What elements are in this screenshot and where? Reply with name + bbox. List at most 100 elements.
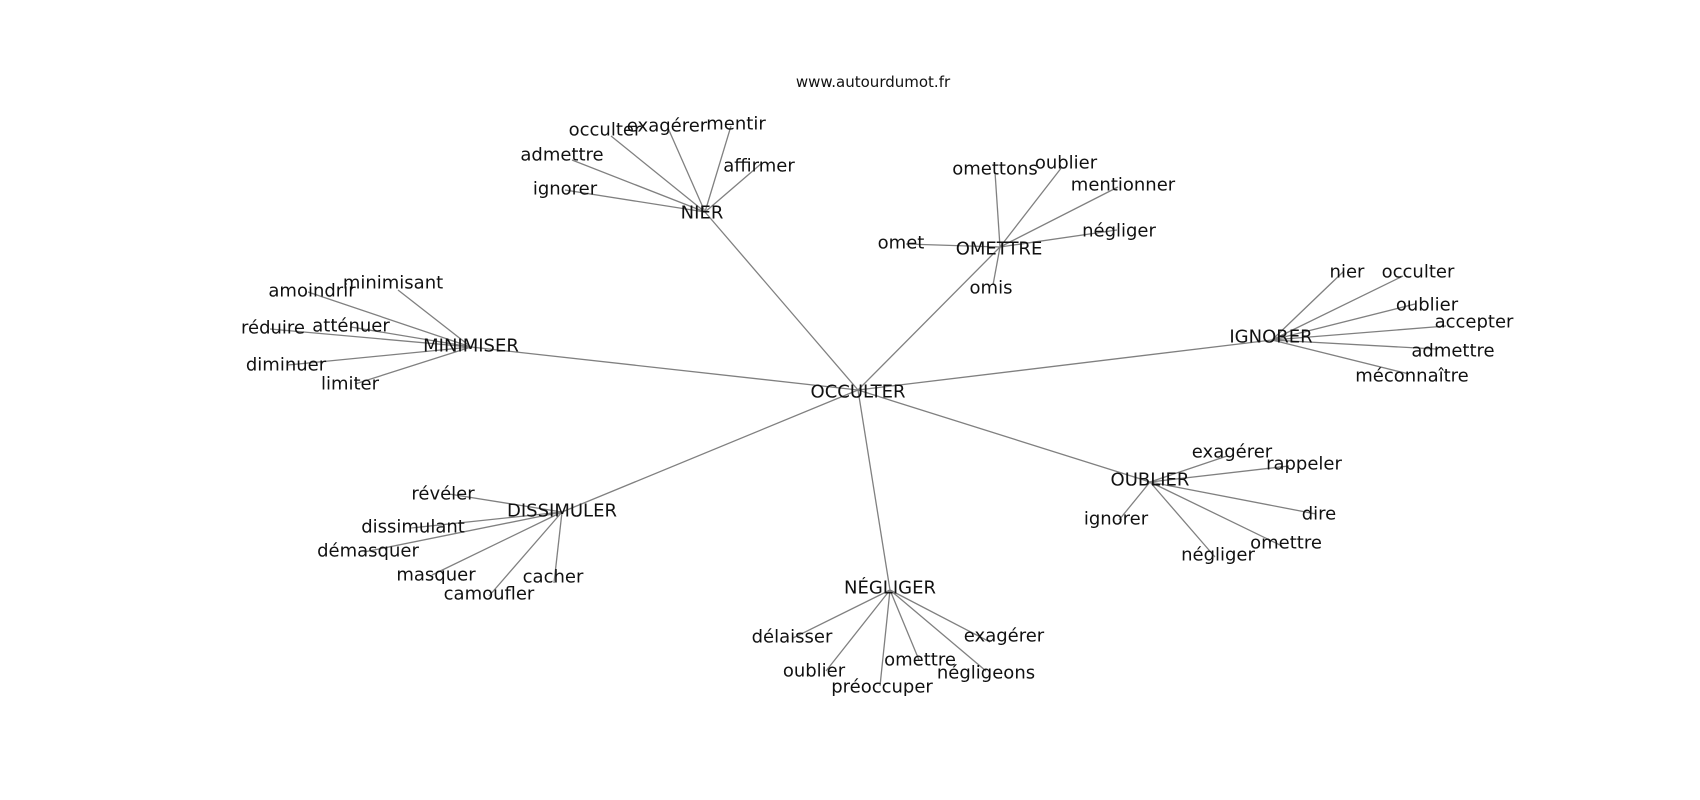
leaf-word: atténuer <box>312 316 390 337</box>
leaf-word: nier <box>1330 262 1365 283</box>
edge-center-hub <box>704 211 859 391</box>
edge-hub-leaf <box>1149 481 1216 558</box>
hub-word: IGNORER <box>1229 327 1312 348</box>
leaf-word: omis <box>970 278 1013 299</box>
hub-word: OMETTRE <box>956 239 1043 260</box>
leaf-word: diminuer <box>246 355 327 376</box>
edge-hub-leaf <box>1271 303 1416 341</box>
leaf-word: ignorer <box>1084 509 1149 530</box>
edge-hub-leaf <box>363 511 563 553</box>
leaf-word: dire <box>1302 504 1337 525</box>
leaf-word: dissimulant <box>361 517 465 538</box>
edge-hub-leaf <box>571 159 706 213</box>
edge-hub-leaf <box>350 326 472 348</box>
edge-center-hub <box>857 246 1001 391</box>
leaf-word: mentionner <box>1071 175 1176 196</box>
edge-hub-leaf <box>704 125 732 213</box>
edge-hub-leaf <box>1149 481 1283 547</box>
edge-hub-leaf <box>792 589 891 639</box>
leaf-word: exagérer <box>627 116 708 137</box>
leaf-word: méconnaître <box>1355 366 1469 387</box>
leaf-word: cacher <box>523 567 584 588</box>
edge-hub-leaf <box>488 511 563 597</box>
edge-hub-leaf <box>410 511 563 529</box>
edge-hub-leaf <box>1271 339 1437 350</box>
edge-hub-leaf <box>431 511 563 576</box>
leaf-word: négliger <box>1181 545 1255 566</box>
edge-hub-leaf <box>999 229 1118 248</box>
leaf-word: occulter <box>569 120 642 141</box>
leaf-word: démasquer <box>317 541 419 562</box>
leaf-word: admettre <box>1411 341 1494 362</box>
leaf-word: masquer <box>396 565 476 586</box>
leaf-word: négligeons <box>937 663 1035 684</box>
leaf-word: ignorer <box>533 179 598 200</box>
leaf-word: délaisser <box>752 627 833 648</box>
edge-hub-leaf <box>905 243 1001 248</box>
leaf-word: occulter <box>1382 262 1455 283</box>
leaf-word: minimisant <box>343 273 443 294</box>
leaf-word: camoufler <box>444 584 535 605</box>
edge-hub-leaf <box>994 171 1001 248</box>
hub-word: OUBLIER <box>1111 470 1190 491</box>
leaf-word: omettons <box>952 159 1038 180</box>
edge-hub-leaf <box>354 346 472 385</box>
leaf-word: accepter <box>1435 312 1514 333</box>
edge-hub-leaf <box>889 589 987 672</box>
leaf-word: préoccuper <box>831 677 933 698</box>
hub-word: NIER <box>681 203 724 224</box>
leaf-word: admettre <box>520 145 603 166</box>
edge-hub-leaf <box>1149 455 1228 483</box>
graph-edges <box>269 125 1447 687</box>
edge-hub-leaf <box>307 291 472 348</box>
edge-hub-leaf <box>999 166 1063 248</box>
leaf-word: réduire <box>241 318 305 339</box>
edge-hub-leaf <box>1271 339 1410 375</box>
edge-hub-leaf <box>889 589 920 661</box>
leaf-word: exagérer <box>964 626 1045 647</box>
edge-center-hub <box>470 346 859 391</box>
edge-hub-leaf <box>1118 481 1151 521</box>
edge-hub-leaf <box>667 127 706 213</box>
edge-hub-leaf <box>1149 465 1290 483</box>
leaf-word: oublier <box>1035 153 1098 174</box>
edge-center-hub <box>561 389 859 513</box>
edge-center-hub <box>857 339 1273 391</box>
hub-word: DISSIMULER <box>507 501 617 522</box>
leaf-word: oublier <box>1396 295 1459 316</box>
leaf-word: exagérer <box>1192 442 1273 463</box>
hub-word: MINIMISER <box>423 336 519 357</box>
leaf-word: rappeler <box>1266 454 1342 475</box>
edge-hub-leaf <box>397 289 472 348</box>
leaf-word: révéler <box>411 484 475 505</box>
edge-hub-leaf <box>553 511 563 584</box>
leaf-word: affirmer <box>723 156 795 177</box>
hub-word: NÉGLIGER <box>844 577 936 599</box>
edge-hub-leaf <box>1271 275 1404 341</box>
edge-hub-leaf <box>889 589 991 643</box>
edge-hub-leaf <box>564 189 706 213</box>
leaf-word: omet <box>878 233 925 254</box>
edge-hub-leaf <box>879 589 891 687</box>
leaf-word: omettre <box>1250 533 1322 554</box>
edge-hub-leaf <box>1271 325 1447 341</box>
leaf-word: oublier <box>783 661 846 682</box>
edge-center-hub <box>857 389 1151 483</box>
edge-hub-leaf <box>704 162 763 213</box>
leaf-word: amoindrir <box>268 281 356 302</box>
edge-hub-leaf <box>992 246 1001 286</box>
leaf-word: omettre <box>884 650 956 671</box>
leaf-word: négliger <box>1082 221 1156 242</box>
edge-hub-leaf <box>269 328 472 348</box>
edge-hub-leaf <box>999 186 1119 248</box>
leaf-word: mentir <box>706 114 766 135</box>
edge-hub-leaf <box>448 493 563 513</box>
edge-hub-leaf <box>825 589 891 672</box>
edge-hub-leaf <box>287 346 472 366</box>
edge-hub-leaf <box>1149 481 1317 515</box>
edge-hub-leaf <box>610 135 706 213</box>
center-word: OCCULTER <box>811 382 906 403</box>
leaf-word: limiter <box>321 374 380 395</box>
